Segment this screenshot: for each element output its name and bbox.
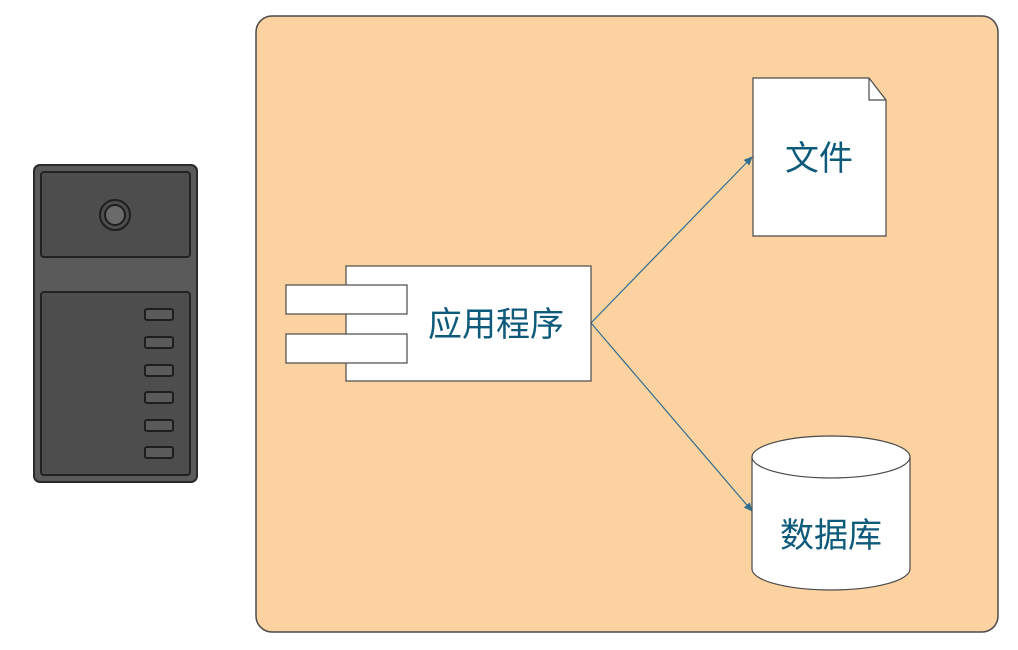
- arrow-app-to-database: [590, 322, 753, 512]
- database-label: 数据库: [780, 516, 882, 556]
- application-label: 应用程序: [428, 305, 564, 345]
- uml-component-icon: 应用程序: [285, 265, 592, 382]
- database-cylinder-icon: 数据库: [751, 435, 911, 591]
- component-port-bottom: [285, 333, 408, 364]
- file-label: 文件: [785, 139, 853, 179]
- arrow-app-to-file: [590, 156, 753, 324]
- document-icon: 文件: [752, 77, 887, 237]
- server-tower-icon: [33, 164, 198, 483]
- component-port-top: [285, 284, 408, 315]
- server-drive-bays: [144, 308, 174, 459]
